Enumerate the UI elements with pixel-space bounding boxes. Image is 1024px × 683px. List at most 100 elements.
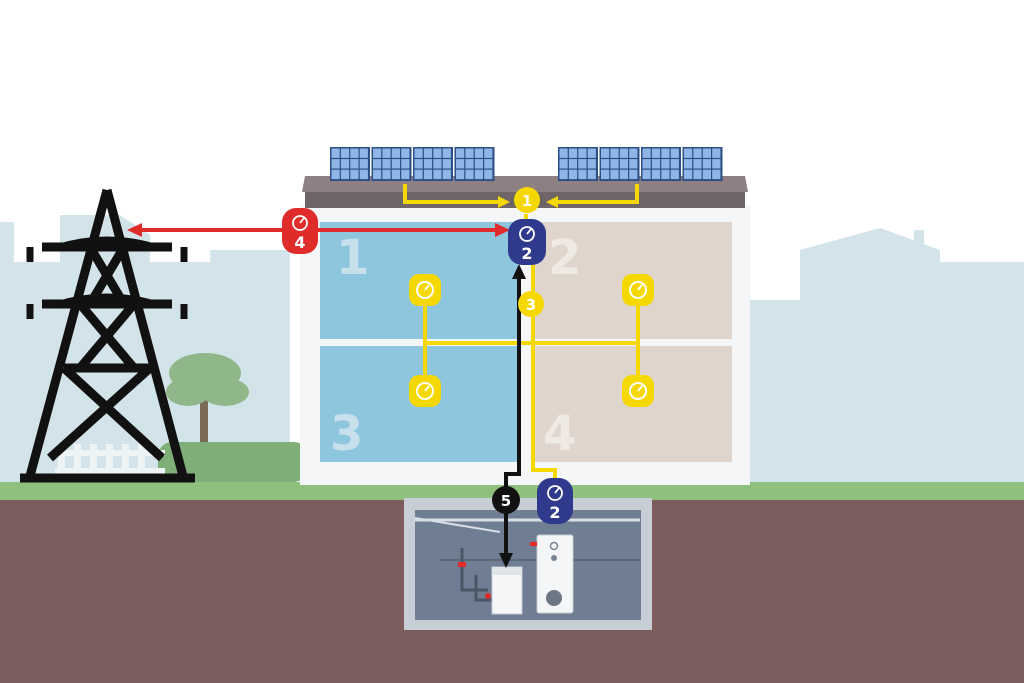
solar-cell: [391, 159, 400, 169]
solar-cell: [559, 148, 568, 158]
solar-cell: [610, 169, 619, 180]
solar-cell: [350, 159, 359, 169]
unit-number: 2: [548, 230, 581, 286]
solar-cell: [702, 169, 711, 180]
solar-cell: [651, 169, 661, 180]
solar-cell: [629, 169, 638, 180]
solar-cell: [610, 159, 619, 169]
meter-gauge-icon: [409, 274, 441, 306]
solar-cell: [401, 159, 410, 169]
heat-flow-line: [499, 264, 526, 568]
hedge: [158, 442, 308, 482]
badge-grid-meter: 4: [282, 208, 318, 254]
badge-distribution-junction: 3: [518, 291, 544, 317]
solar-cell: [350, 148, 359, 158]
badge-number: 5: [501, 492, 511, 510]
solar-cell: [651, 148, 661, 158]
solar-cell: [359, 169, 368, 180]
solar-flow-arrows: [498, 196, 558, 208]
solar-cell: [359, 148, 368, 158]
solar-cell: [391, 148, 400, 158]
solar-cell: [373, 169, 382, 180]
unit-number: 3: [330, 406, 363, 462]
solar-cell: [382, 159, 391, 169]
badge-number: 4: [294, 233, 305, 252]
basement: [404, 498, 652, 630]
solar-cell: [684, 148, 693, 158]
solar-cell: [456, 169, 465, 180]
tree-icon: [166, 353, 249, 452]
solar-cell: [350, 169, 359, 180]
solar-cell: [661, 159, 670, 169]
solar-cell: [568, 148, 578, 158]
solar-cell: [601, 169, 610, 180]
solar-cell: [601, 148, 610, 158]
solar-cell: [331, 159, 340, 169]
solar-cell: [359, 159, 368, 169]
badge-main-meter: 2: [508, 219, 546, 265]
solar-cell: [456, 159, 465, 169]
badge-number: 2: [521, 244, 532, 263]
solar-cell: [442, 148, 451, 158]
solar-cell: [693, 159, 702, 169]
badge-number: 2: [549, 503, 560, 522]
solar-cell: [651, 159, 661, 169]
solar-cell: [693, 148, 702, 158]
badge-solar-junction: 1: [514, 187, 540, 213]
solar-cell: [340, 169, 350, 180]
solar-cell: [684, 169, 693, 180]
junction-dot-icon: [492, 486, 520, 514]
solar-cell: [442, 169, 451, 180]
unit-number: 1: [336, 230, 369, 286]
solar-cell: [484, 159, 493, 169]
solar-cell: [610, 148, 619, 158]
junction-dot-icon: [518, 291, 544, 317]
solar-cell: [619, 148, 628, 158]
badge-heat-junction: 5: [492, 486, 520, 514]
solar-cell: [414, 148, 423, 158]
fence: [55, 444, 165, 482]
solar-cell: [433, 169, 442, 180]
solar-cell: [373, 148, 382, 158]
unit-meters: [409, 274, 654, 407]
solar-cell: [702, 159, 711, 169]
solar-cell: [433, 148, 442, 158]
solar-cell: [578, 148, 587, 158]
heat-pump-icon: [485, 566, 523, 615]
solar-cell: [465, 169, 474, 180]
solar-cell: [474, 169, 483, 180]
solar-cell: [382, 169, 391, 180]
solar-cell: [670, 159, 679, 169]
solar-cell: [340, 159, 350, 169]
solar-cell: [331, 169, 340, 180]
solar-cell: [670, 169, 679, 180]
solar-cell: [642, 148, 651, 158]
unit-number: 4: [543, 406, 576, 462]
solar-cell: [423, 169, 433, 180]
solar-cell: [587, 148, 596, 158]
solar-cell: [587, 159, 596, 169]
solar-cell: [456, 148, 465, 158]
badge-number: 3: [526, 296, 536, 314]
solar-cell: [340, 148, 350, 158]
solar-cell: [642, 169, 651, 180]
solar-cell: [629, 148, 638, 158]
grid-flow-line: [127, 223, 510, 237]
solar-cell: [559, 169, 568, 180]
solar-cell: [702, 148, 711, 158]
solar-cell: [401, 169, 410, 180]
meter-gauge-icon: [622, 274, 654, 306]
solar-cell: [619, 159, 628, 169]
badge-number: 1: [522, 192, 532, 210]
solar-cell: [559, 159, 568, 169]
solar-cell: [474, 159, 483, 169]
meter-gauge-icon: [622, 375, 654, 407]
solar-cell: [670, 148, 679, 158]
solar-flow-lines: [403, 184, 640, 485]
solar-cell: [568, 169, 578, 180]
solar-cell: [684, 159, 693, 169]
junction-dot-icon: [514, 187, 540, 213]
solar-cell: [578, 159, 587, 169]
solar-cell: [465, 148, 474, 158]
